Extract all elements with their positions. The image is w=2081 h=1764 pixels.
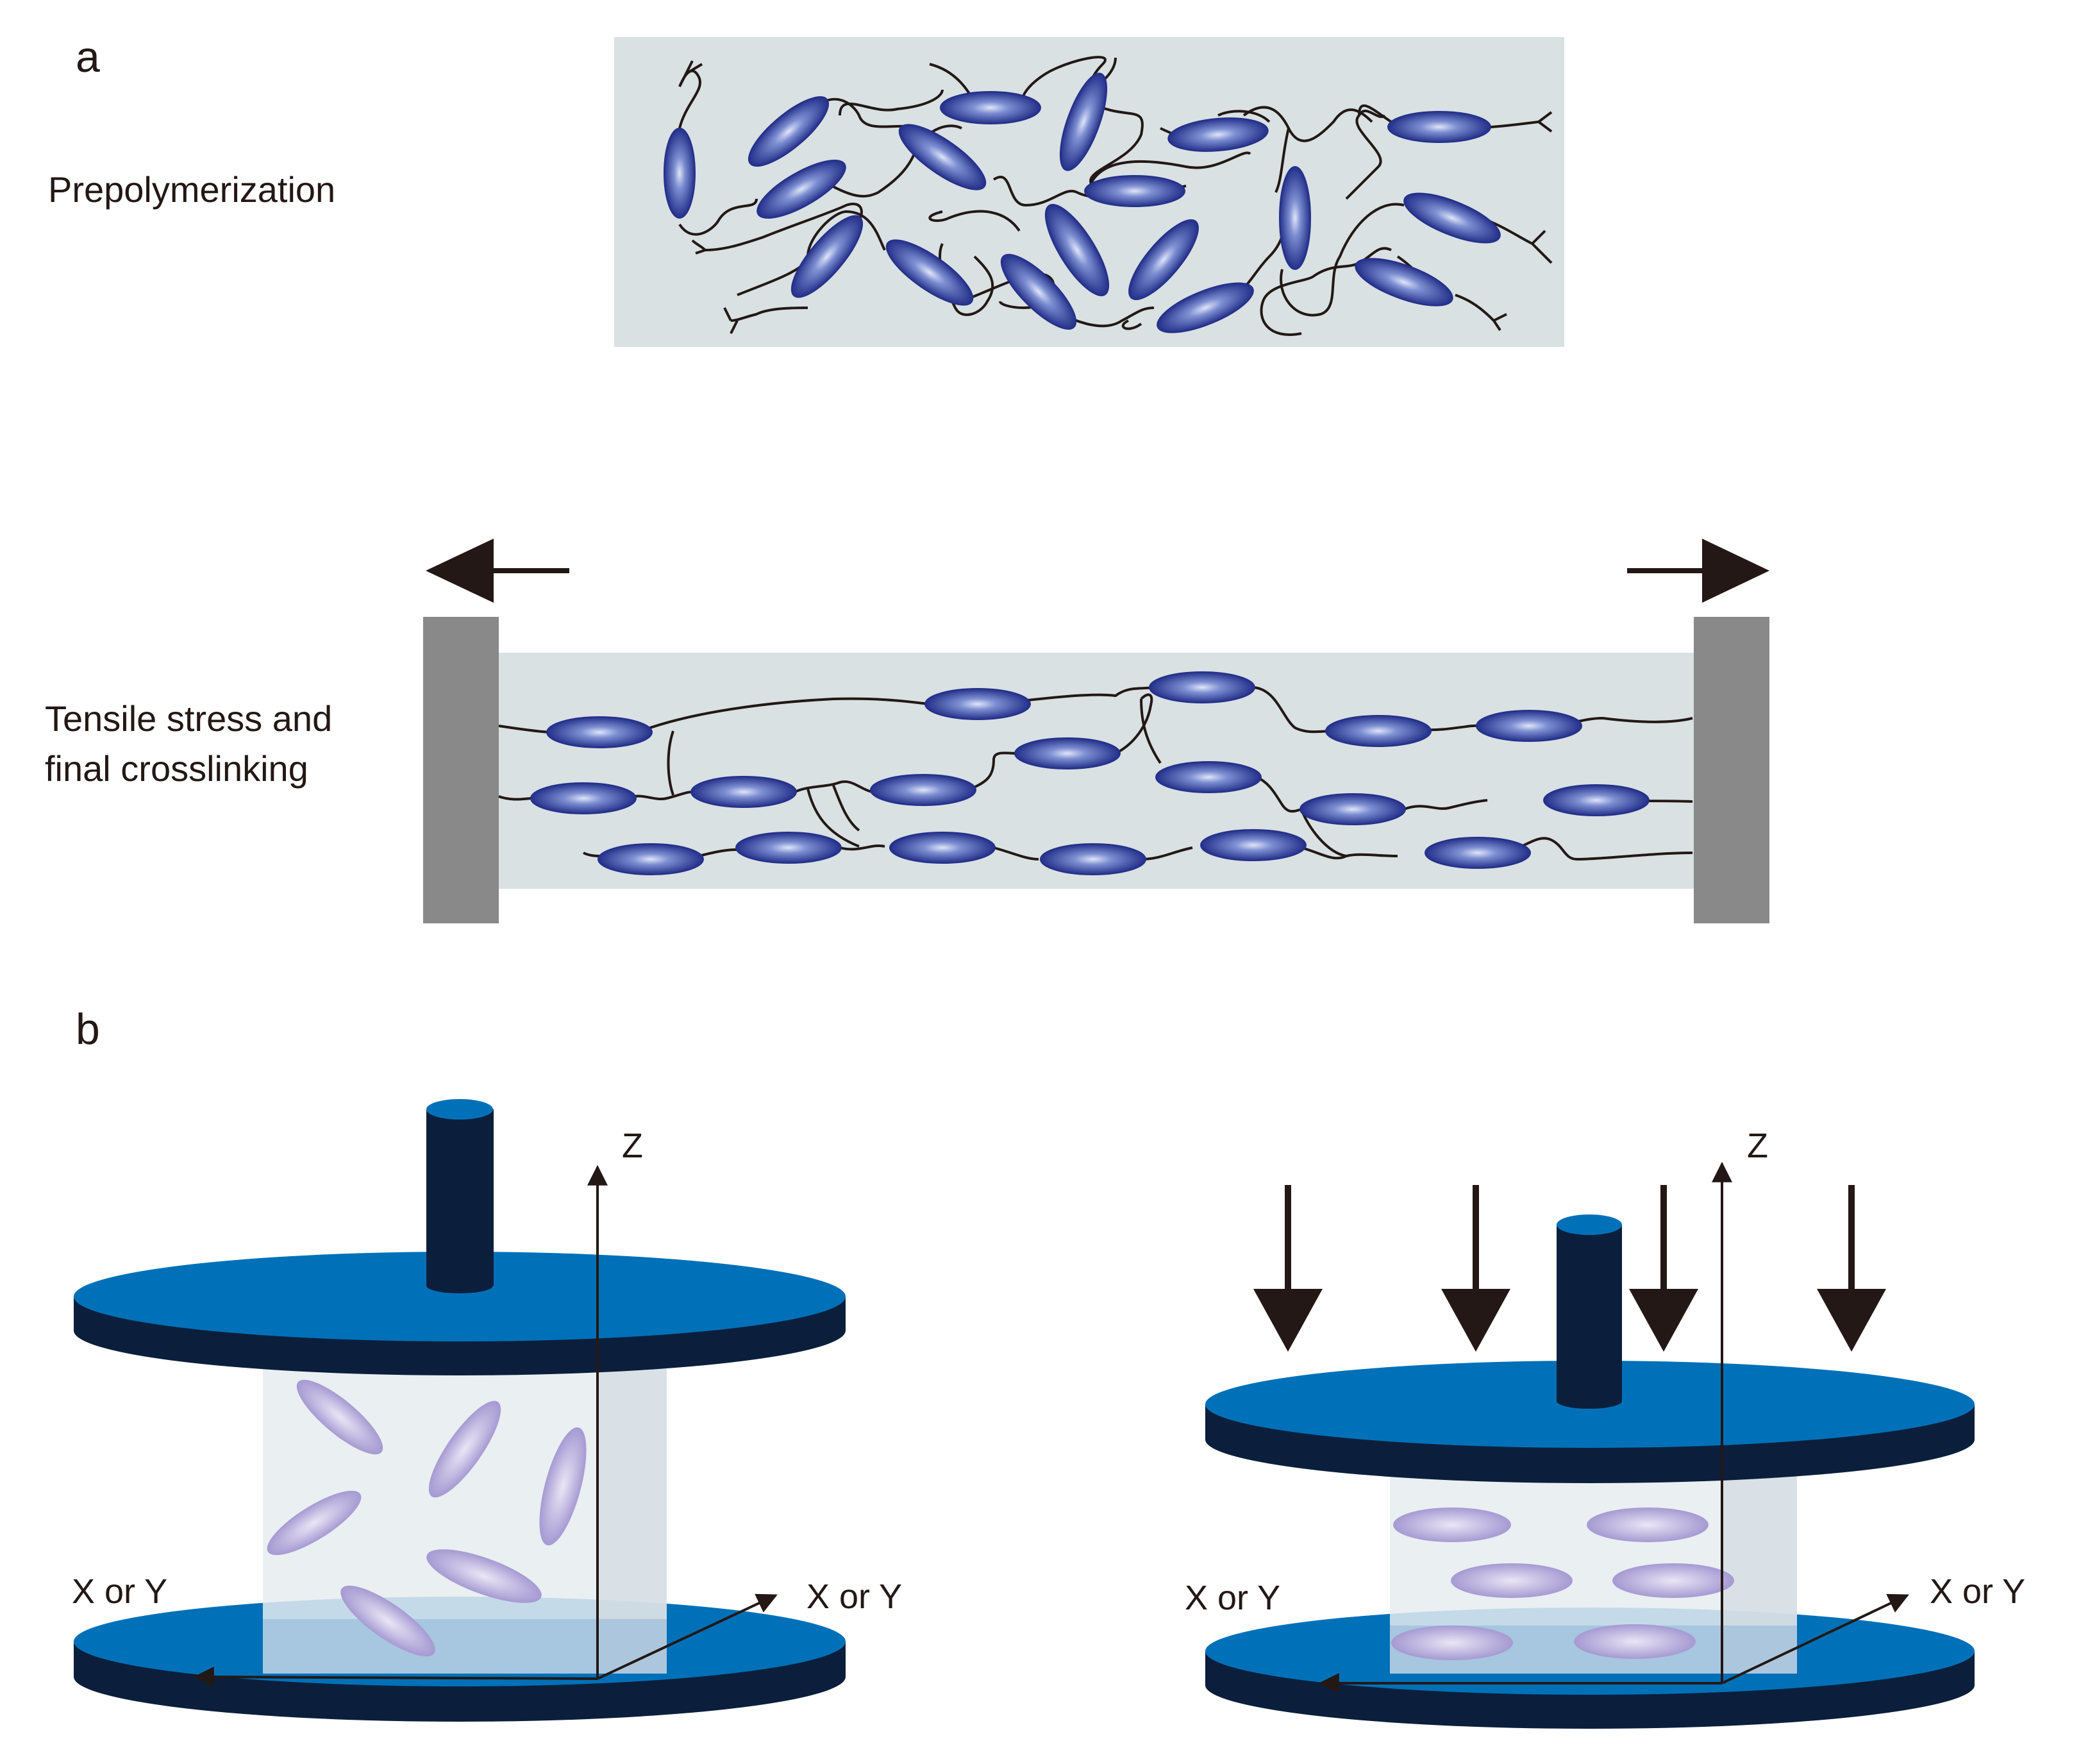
press-right: Z X or Y X or Y [1185, 1127, 2025, 1729]
mesogen [1014, 737, 1121, 769]
mesogen [340, 1585, 435, 1657]
mesogen [1574, 1624, 1696, 1659]
mesogen [1157, 282, 1254, 333]
mesogen [870, 774, 976, 806]
mesogen [1543, 784, 1650, 816]
mesogen [1451, 1563, 1573, 1598]
mesogens-prepolymer [664, 72, 1501, 333]
rod-top [426, 1099, 493, 1120]
mesogen [1403, 192, 1501, 244]
pressure-arrows [1253, 1185, 1886, 1352]
stretch-arrow-left [426, 539, 569, 603]
mesogen [1279, 166, 1311, 270]
prepolymer-network [614, 37, 1564, 347]
mesogen [267, 1490, 362, 1556]
down-arrow [1253, 1185, 1323, 1352]
mesogen [1128, 219, 1199, 301]
mesogen [940, 91, 1041, 124]
top-plate [74, 1252, 846, 1341]
axis-label-left: X or Y [72, 1572, 167, 1611]
mesogen [889, 832, 996, 864]
mesogens-random [267, 1379, 587, 1657]
mesogen [530, 782, 637, 814]
mesogen [898, 124, 987, 190]
panel-b-label: b [76, 1005, 100, 1054]
mesogen [690, 776, 797, 808]
axes-left [193, 1164, 778, 1688]
mesogen [1040, 843, 1146, 875]
axes-right [1318, 1161, 1909, 1693]
mesogen [426, 1549, 542, 1603]
mesogen [1425, 837, 1531, 869]
press-rod [1557, 1225, 1622, 1401]
clamp-left [423, 617, 499, 923]
press-rod [426, 1109, 494, 1286]
mesogen [539, 1427, 587, 1546]
prepolymerization-label: Prepolymerization [48, 169, 335, 210]
rod-top [1557, 1214, 1622, 1235]
mesogen [1200, 829, 1307, 861]
mesogen [546, 716, 653, 748]
down-arrow [1817, 1185, 1886, 1352]
axis-label-right: X or Y [806, 1577, 902, 1616]
clamp-right [1694, 617, 1769, 923]
mesogens-ordered [1391, 1508, 1734, 1660]
mesogen [756, 159, 846, 219]
axis-label-right: X or Y [1930, 1572, 2025, 1611]
mesogen [790, 215, 864, 298]
down-arrow [1629, 1185, 1698, 1352]
mesogen [296, 1379, 383, 1455]
mesogen [1393, 1508, 1511, 1542]
mesogen [1355, 258, 1453, 307]
mesogen [748, 96, 830, 167]
mesogen [1084, 175, 1185, 207]
tensile-label-line1: Tensile stress and [45, 698, 332, 739]
mesogen [735, 832, 842, 864]
mesogens-aligned [530, 671, 1650, 875]
x-axis [1721, 1593, 1909, 1684]
axis-label-left: X or Y [1185, 1579, 1280, 1617]
y-axis [193, 1667, 598, 1688]
mesogen [1149, 671, 1255, 703]
x-axis [597, 1593, 778, 1680]
stretch-arrow-right [1627, 539, 1769, 603]
z-axis-label: Z [622, 1127, 643, 1165]
mesogen [885, 239, 974, 306]
mesogen [1000, 253, 1077, 330]
mesogen [1391, 1625, 1513, 1660]
z-axis-label: Z [1747, 1127, 1768, 1165]
mesogen [1612, 1563, 1734, 1598]
down-arrow [1441, 1185, 1510, 1352]
mesogen [1387, 111, 1491, 143]
mesogen [598, 843, 704, 875]
mesogen [1300, 793, 1406, 825]
mesogen [1476, 710, 1582, 742]
mesogen [1059, 72, 1108, 171]
mesogen [428, 1400, 501, 1498]
tensile-label-line2: final crosslinking [45, 748, 308, 789]
mesogen [1044, 204, 1110, 296]
stretched-network [423, 617, 1769, 923]
mesogen [1325, 715, 1432, 747]
mesogen [1167, 117, 1269, 152]
press-left: Z X or Y X or Y [72, 1099, 902, 1722]
mesogen [1155, 761, 1262, 793]
panel-a-label: a [76, 33, 100, 81]
mesogen [924, 688, 1031, 720]
mesogen [664, 128, 696, 219]
mesogen [1587, 1508, 1709, 1542]
